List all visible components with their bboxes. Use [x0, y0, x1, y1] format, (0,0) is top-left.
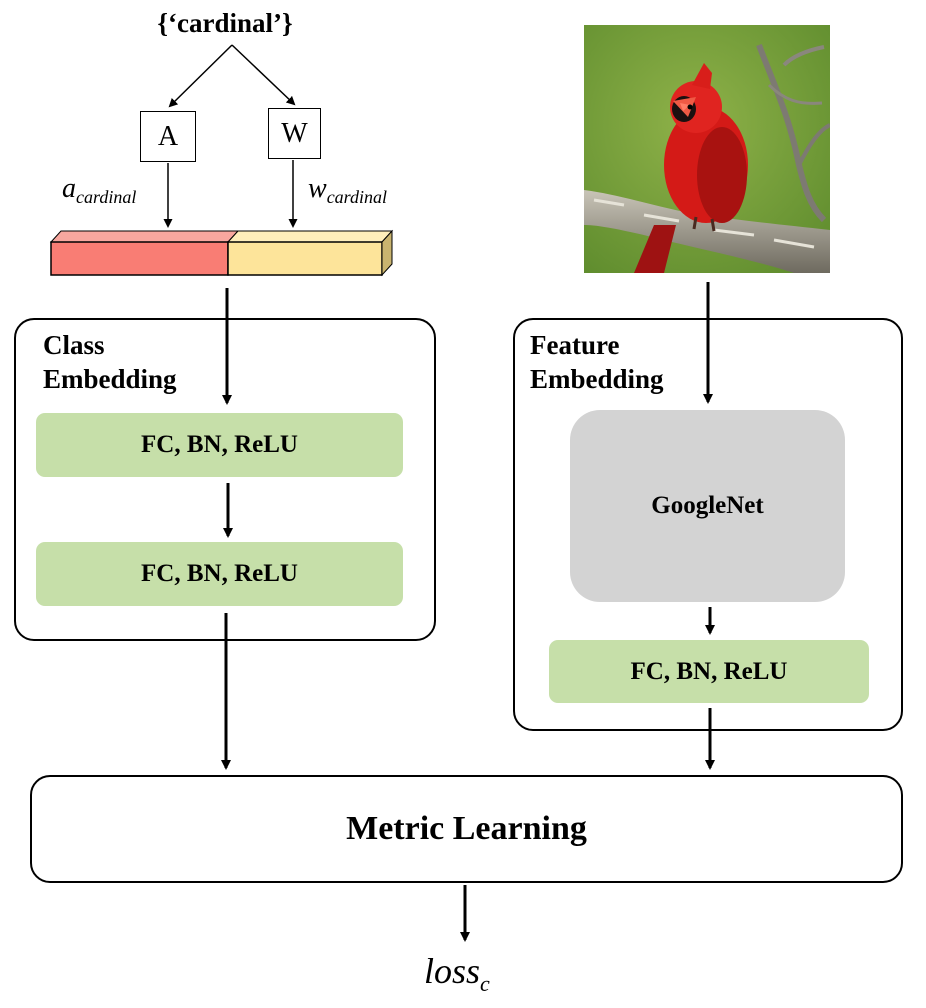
- attribute-vector-label: acardinal: [62, 173, 137, 207]
- input-split-arrows: [168, 44, 296, 108]
- feature-fc-layer: FC, BN, ReLU: [549, 640, 869, 703]
- matrix-to-vector-arrows: [163, 160, 298, 228]
- loss-label: lossc: [424, 951, 490, 996]
- metric-learning-block: Metric Learning: [30, 775, 903, 883]
- class-embedding-title: Class Embedding: [43, 330, 177, 394]
- class-fc-layer-2: FC, BN, ReLU: [36, 542, 403, 606]
- input-class-label: {‘cardinal’}: [157, 8, 293, 38]
- metric-learning-label: Metric Learning: [346, 810, 587, 847]
- word-segment-side: [381, 229, 393, 277]
- attribute-matrix-box: A: [140, 111, 196, 162]
- concatenated-class-vector: [49, 229, 394, 277]
- word-matrix-label: W: [281, 117, 308, 149]
- word-segment: [227, 241, 383, 276]
- pipeline-arrows: [221, 282, 715, 942]
- attribute-segment: [50, 241, 229, 276]
- googlenet-backbone: GoogleNet: [570, 410, 845, 602]
- feature-embedding-title: Feature Embedding: [530, 330, 664, 394]
- class-fc-layer-1: FC, BN, ReLU: [36, 413, 403, 477]
- word-vector-label: wcardinal: [308, 173, 388, 207]
- attribute-matrix-label: A: [157, 120, 179, 152]
- word-matrix-box: W: [268, 108, 321, 159]
- cardinal-bird-photo: [584, 25, 830, 273]
